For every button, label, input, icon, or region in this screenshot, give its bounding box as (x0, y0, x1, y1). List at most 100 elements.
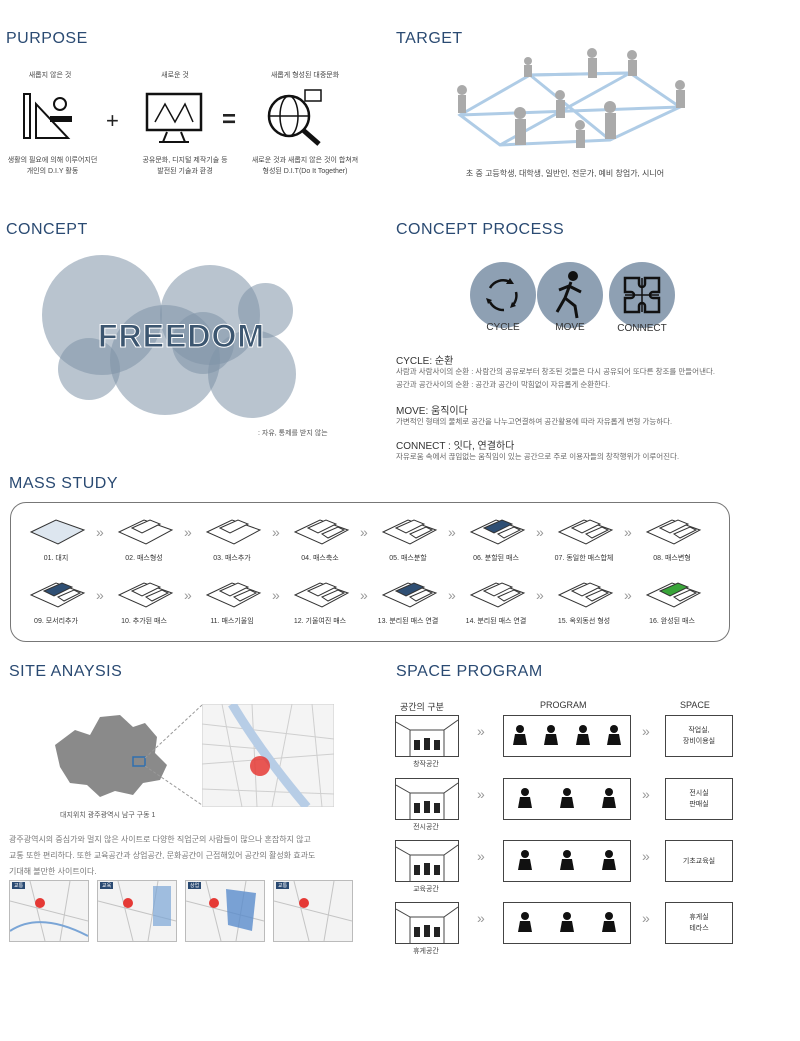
space-category-label: 전시공간 (413, 824, 439, 831)
target-network-illustration (457, 48, 685, 148)
mass-diagram-icon (293, 582, 350, 608)
mass-diagram-icon (557, 582, 614, 608)
eye-icon (599, 786, 619, 813)
cycle-line-1: 사람과 사람사이의 순환 : 사람간의 공유로부터 창조된 것들은 다시 공유되… (396, 367, 715, 376)
target-caption: 초 중 고등학생, 대학생, 일반인, 전문가, 예비 창업가, 시니어 (465, 169, 665, 178)
mass-step-label: 05. 매스분할 (389, 555, 427, 562)
program-icons-box (503, 902, 631, 944)
mass-step-label: 04. 매스축소 (301, 555, 339, 562)
mass-step: 14. 분리된 매스 연결 (456, 575, 536, 626)
mass-step-label: 03. 매스추가 (213, 555, 251, 562)
connect-label: CONNECT (617, 323, 667, 334)
chevron-right-icon: » (272, 587, 280, 603)
mass-diagram-icon (29, 519, 86, 545)
connect-heading: CONNECT : 잇다, 연결하다 (396, 441, 515, 452)
space-name-line: 판매실 (689, 801, 709, 808)
space-name-line: 기초교육실 (682, 857, 716, 865)
program-icons-box (503, 840, 631, 882)
space-category-label: 휴게공간 (413, 948, 439, 955)
zoom-lines (144, 704, 203, 806)
mass-step: 15. 옥외동선 형성 (544, 575, 624, 626)
chevron-right-icon: » (272, 524, 280, 540)
gear-icon (604, 723, 624, 750)
space-category-illustration (395, 715, 459, 757)
puzzle-icon (623, 276, 661, 314)
cycle-circle (470, 262, 536, 328)
bubble (208, 330, 296, 418)
mass-step: 10. 추가된 매스 (104, 575, 184, 626)
move-circle (537, 262, 603, 328)
globe-people-icon (267, 89, 322, 146)
chevron-right-icon: » (360, 587, 368, 603)
site-map-transport-2: 교통 (273, 880, 353, 942)
mass-step-label: 12. 기울여진 매스 (293, 618, 347, 625)
chevron-right-icon: » (642, 848, 650, 864)
cycle-heading: CYCLE: 순환 (396, 356, 454, 367)
mass-step: 03. 매스추가 (192, 512, 272, 563)
chevron-right-icon: » (184, 524, 192, 540)
mass-step: 02. 매스형성 (104, 512, 184, 563)
chevron-right-icon: » (477, 723, 485, 739)
district-map (55, 715, 167, 797)
mass-step: 11. 매스기울임 (192, 575, 272, 626)
space-program-title: SPACE PROGRAM (396, 663, 543, 680)
site-zoom-map (202, 704, 334, 807)
move-heading: MOVE: 움직이다 (396, 406, 468, 417)
cycle-arrows-icon (486, 278, 518, 312)
chevron-right-icon: » (536, 524, 544, 540)
mass-study-panel (10, 502, 730, 642)
chevron-right-icon: » (477, 848, 485, 864)
mass-step: 07. 동일한 매스합체 (544, 512, 624, 563)
mass-diagram-icon (205, 519, 262, 545)
purpose-heading-3: 새롭게 형성된 대중문화 (270, 72, 340, 79)
mass-step-label: 06. 분할된 매스 (473, 555, 519, 562)
map-caption: 대지위치 광주광역시 남구 구동 1 (60, 812, 156, 819)
mass-step: 05. 매스분할 (368, 512, 448, 563)
bubble (238, 283, 293, 338)
mass-step-label: 14. 분리된 매스 연결 (465, 618, 527, 625)
site-marker (250, 756, 270, 776)
mass-diagram-icon (117, 582, 174, 608)
mass-diagram-icon (645, 582, 702, 608)
mass-step-label: 09. 모서리추가 (34, 618, 78, 625)
space-name-line: 장비이용실 (682, 738, 716, 745)
mass-study-title: MASS STUDY (9, 475, 119, 492)
program-icons-box (503, 778, 631, 820)
space-category-illustration (395, 840, 459, 882)
concept-word: FREEDOM (98, 318, 265, 355)
speaker-person-icon (515, 848, 535, 875)
handshake-icon (599, 910, 619, 937)
space-name-line: 휴게실 (689, 914, 709, 921)
mass-diagram-icon (381, 519, 438, 545)
mass-diagram-icon (469, 519, 526, 545)
col-header-category: 공간의 구분 (400, 702, 444, 712)
site-description: 광주광역시의 중심가와 멀지 않은 사이트로 다양한 직업군의 사람들이 많으나… (9, 835, 316, 876)
chevron-right-icon: » (448, 587, 456, 603)
move-line-1: 가변적인 형태의 물체로 공간을 나누고연결하여 공간활용에 따라 자유롭게 변… (396, 417, 673, 426)
chevron-right-icon: » (360, 524, 368, 540)
presentation-icon (599, 848, 619, 875)
mass-step-label: 16. 완성된 매스 (649, 618, 695, 625)
mass-step-label: 13. 분리된 매스 연결 (377, 618, 439, 625)
chevron-right-icon: » (624, 587, 632, 603)
connect-line-1: 자유로움 속에서 끊임없는 움직임이 있는 공간으로 주로 이용자들의 창작행위… (396, 452, 680, 461)
chevron-right-icon: » (96, 587, 104, 603)
chevron-right-icon: » (477, 910, 485, 926)
site-map-commerce: 상업 (185, 880, 265, 942)
team-icon (573, 723, 593, 750)
mass-step: 13. 분리된 매스 연결 (368, 575, 448, 626)
space-category-label: 교육공간 (413, 886, 439, 893)
mass-diagram-icon (469, 582, 526, 608)
space-category-label: 창작공간 (413, 761, 439, 768)
space-category-illustration (395, 902, 459, 944)
mass-diagram-icon (29, 582, 86, 608)
site-title: SITE ANAYSIS (9, 663, 123, 680)
site-map-transport: 교통 (9, 880, 89, 942)
mass-step-label: 08. 매스변형 (653, 555, 691, 562)
plus-sign: + (106, 108, 119, 133)
equals-sign: = (222, 106, 237, 133)
target-title: TARGET (396, 30, 463, 47)
purpose-heading-2: 새로운 것 (161, 72, 189, 79)
